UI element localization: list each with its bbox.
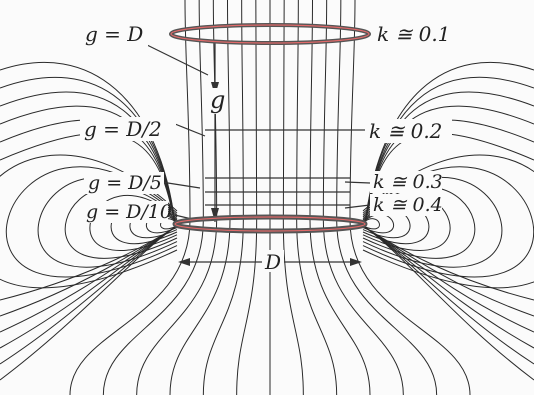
label-gap-g: g: [210, 86, 225, 114]
gap-arrow-bottom: [211, 208, 219, 222]
field-lower-left-5: [0, 225, 178, 381]
diameter-arrow-right: [350, 258, 362, 266]
diameter-dimension: [178, 258, 362, 266]
field-loop-left-0: [160, 218, 178, 230]
label-k-03: k ≅ 0.3: [373, 171, 443, 193]
coils: [169, 23, 371, 234]
label-k-02: k ≅ 0.2: [369, 119, 442, 143]
leader-g-D: [144, 43, 209, 76]
field-loop-right-0: [362, 218, 380, 230]
field-arc-left-2: [0, 91, 176, 225]
leader-k04: [344, 204, 371, 209]
guides: [144, 40, 371, 222]
field-arc-left-5: [0, 132, 176, 225]
field-through-3: [169, 0, 231, 395]
label-diameter: D: [264, 250, 281, 274]
field-through-8: [296, 0, 338, 395]
label-g-D: g = D: [85, 22, 143, 46]
field-through-4: [202, 0, 244, 395]
field-loop-right-1: [362, 214, 395, 234]
leader-k03: [344, 181, 371, 184]
field-through-5: [236, 0, 258, 395]
leader-g-D2: [174, 123, 206, 137]
diameter-arrow-left: [178, 258, 190, 266]
field-through-0: [69, 0, 191, 395]
top-coil-highlight: [170, 24, 370, 44]
label-g-D10: g = D/10: [86, 201, 172, 223]
bottom-coil-highlight: [174, 216, 366, 232]
label-k-04: k ≅ 0.4: [373, 194, 443, 216]
field-loop-right-8: [362, 154, 534, 289]
field-through-7: [282, 0, 304, 395]
field-loop-left-7: [5, 166, 178, 278]
field-through-1: [102, 0, 204, 395]
label-g-D2: g = D/2: [84, 117, 162, 141]
label-k-01: k ≅ 0.1: [377, 22, 450, 46]
field-lower-right-5: [362, 225, 534, 381]
field-through-9: [309, 0, 371, 395]
labels: g = D g g = D/2 g = D/5 g = D/10 k ≅ 0.1…: [80, 22, 452, 274]
field-loop-left-8: [0, 154, 178, 289]
label-g-D5: g = D/5: [88, 172, 162, 194]
